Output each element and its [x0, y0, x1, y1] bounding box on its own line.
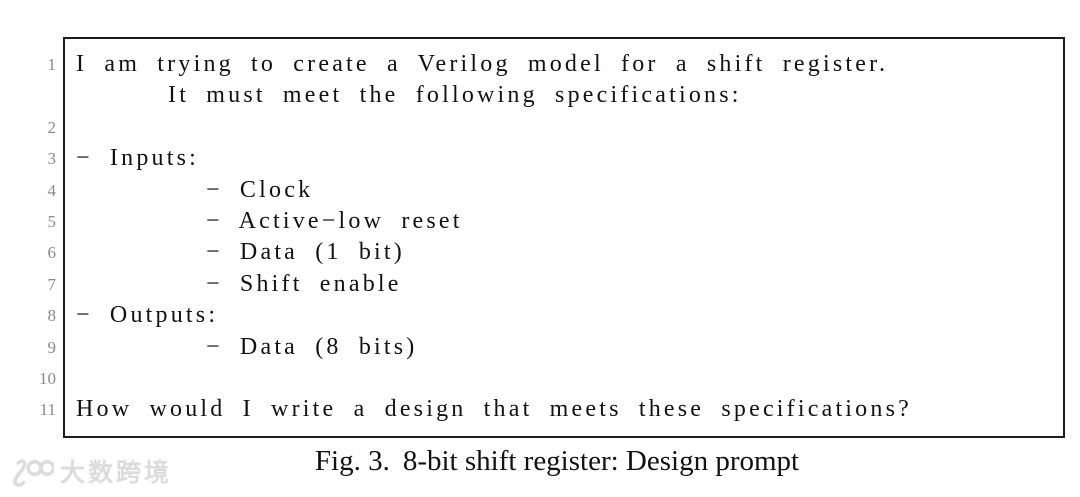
- code-line: [76, 363, 1057, 394]
- line-number: 2: [47, 117, 57, 137]
- code-line: − Shift enable: [206, 270, 402, 297]
- code-line: How would I write a design that meets th…: [76, 396, 912, 423]
- watermark-text: 大数跨境: [60, 458, 173, 487]
- listing-frame: I am trying to create a Verilog model fo…: [63, 37, 1065, 438]
- line-number: 10: [39, 368, 56, 388]
- code-line: [76, 112, 1057, 143]
- line-number: 3: [47, 149, 57, 169]
- code-listing: 1 2 3 4 5 6 7 8 9 10 11 I am trying to create a Ve…: [25, 37, 1065, 438]
- code-line: I am trying to create a Verilog model fo…: [76, 51, 889, 77]
- code-line: It must meet the following specification…: [168, 82, 742, 109]
- line-number: [25, 80, 56, 111]
- line-number: 9: [47, 337, 57, 357]
- code-line: − Outputs:: [76, 302, 219, 329]
- line-number: 1: [47, 55, 57, 74]
- line-number-gutter: 1 2 3 4 5 6 7 8 9 10 11: [25, 37, 63, 438]
- line-number: 4: [47, 180, 57, 200]
- line-number: 5: [47, 211, 57, 231]
- watermark: 大数跨境: [8, 456, 172, 490]
- brand-100-icon: [13, 459, 54, 487]
- line-number: 11: [39, 400, 56, 420]
- code-line: − Active−low reset: [206, 207, 463, 234]
- code-line: − Clock: [206, 176, 314, 203]
- figure-label: Fig. 3.: [314, 445, 390, 477]
- code-line: − Inputs:: [76, 145, 200, 172]
- code-line: − Data (8 bits): [206, 333, 418, 360]
- line-number: 7: [47, 274, 57, 294]
- line-number: 8: [47, 306, 57, 326]
- caption-text: 8-bit shift register: Design prompt: [402, 445, 800, 477]
- code-line: − Data (1 bit): [206, 239, 405, 266]
- line-number: 6: [47, 243, 57, 263]
- figure-caption: Fig. 3. 8-bit shift register: Design prom…: [0, 445, 1080, 478]
